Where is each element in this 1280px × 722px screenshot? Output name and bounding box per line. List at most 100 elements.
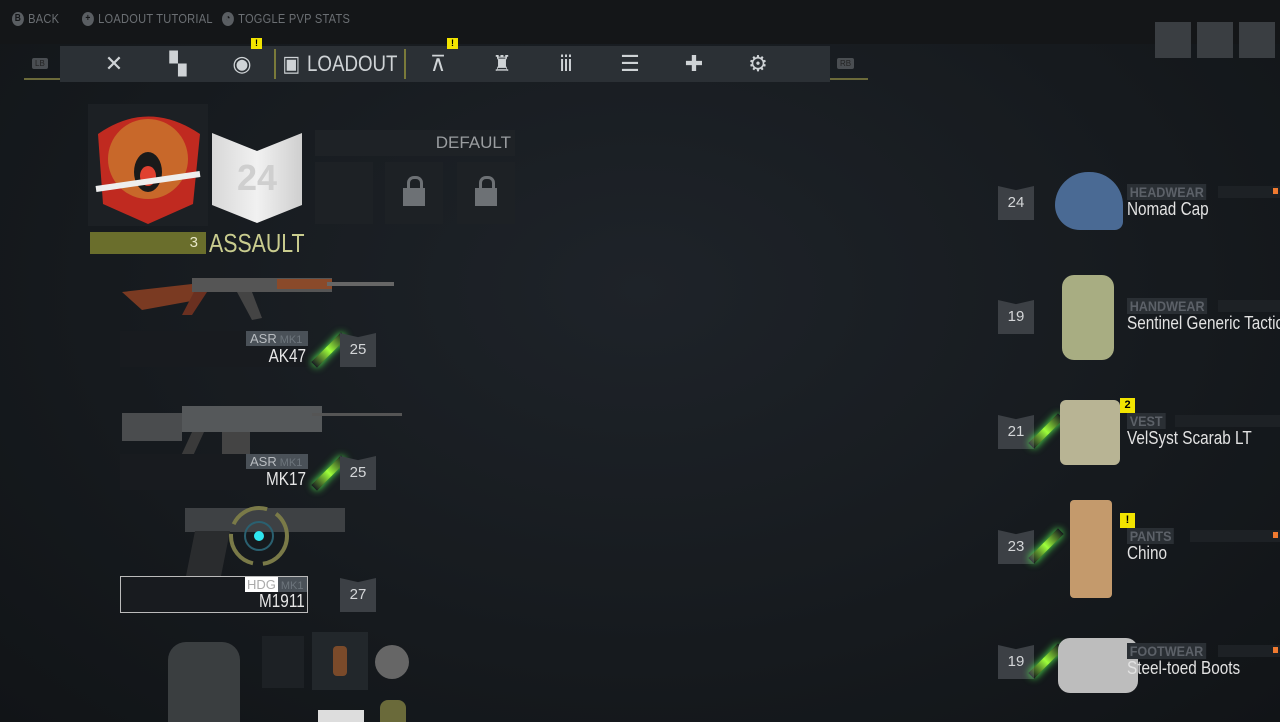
mk17-image[interactable]	[122, 398, 402, 463]
lb-button[interactable]: LB	[32, 58, 48, 69]
tab-loadout[interactable]: ▣LOADOUT	[282, 46, 398, 82]
gear-level: 19	[998, 645, 1034, 679]
new-dot	[1273, 532, 1278, 538]
bear-emblem[interactable]	[88, 104, 208, 226]
target-icon: ◉	[232, 51, 252, 76]
gear-level: 21	[998, 415, 1034, 449]
top-bar	[0, 0, 1280, 44]
tab-gear[interactable]: ♜	[470, 46, 534, 82]
divider	[404, 49, 406, 79]
notice-badge: 2	[1120, 398, 1135, 413]
item-slot[interactable]	[262, 636, 304, 688]
glove-image	[1062, 275, 1114, 360]
weapon-level: 25	[340, 333, 376, 367]
tab-objectives[interactable]: ◉!	[210, 38, 274, 82]
face-profile-icon: ☰	[620, 51, 640, 76]
weapon-type: ASR	[250, 454, 277, 469]
gear-level: 24	[998, 186, 1034, 220]
gear-name: Sentinel Generic Tactic	[1127, 313, 1280, 333]
toggle-pvp-stats-button[interactable]: ◔ TOGGLE PVP STATS	[222, 11, 350, 26]
tab-map[interactable]: ▚	[146, 46, 210, 82]
new-dot	[1273, 188, 1278, 194]
lock-icon	[475, 176, 497, 206]
locked-slot[interactable]	[457, 162, 515, 224]
nav-line-left	[24, 78, 62, 80]
grenade-icon[interactable]	[375, 645, 409, 679]
divider	[1218, 300, 1280, 312]
weapon-level: 27	[340, 578, 376, 612]
pvp-stats-label: TOGGLE PVP STATS	[238, 11, 351, 26]
weapon-mark: MK1	[279, 457, 303, 469]
gear-name: Nomad Cap	[1127, 199, 1209, 219]
menu-square-2[interactable]	[1197, 22, 1233, 58]
rank-badge: 24	[212, 133, 302, 223]
cap-image	[1055, 172, 1123, 230]
weapon-mark: MK1	[280, 580, 304, 592]
class-emblem-icon: ⊼	[429, 51, 447, 76]
menu-square-1[interactable]	[1155, 22, 1191, 58]
vest-image	[1060, 400, 1120, 465]
main-nav: ✕ ▚ ◉! ▣LOADOUT ⊼! ♜ ⅲ ☰ ✚ ⚙	[60, 38, 830, 82]
boots-image	[1058, 638, 1138, 693]
gear-category: HANDWEAR	[1127, 298, 1208, 314]
squad-icon: ⅲ	[558, 51, 574, 76]
medkit-icon: ✚	[684, 51, 704, 76]
divider	[1175, 415, 1280, 427]
gear-level: 23	[998, 530, 1034, 564]
stick-icon: ◔	[222, 11, 234, 26]
plus-icon: +	[82, 11, 94, 26]
weapon-mark: MK1	[279, 334, 303, 346]
lock-icon	[403, 176, 425, 206]
gear-category: VEST	[1127, 413, 1166, 429]
item-slot[interactable]	[380, 700, 406, 722]
weapon-name: AK47	[268, 346, 306, 366]
tab-class[interactable]: ⊼!	[406, 38, 470, 82]
b-button-icon: B	[12, 11, 24, 26]
gear-category: FOOTWEAR	[1127, 643, 1206, 659]
tab-medkit[interactable]: ✚	[662, 46, 726, 82]
perk-slot[interactable]	[315, 162, 373, 224]
weapon-name: M1911	[259, 591, 305, 611]
divider	[1218, 645, 1280, 657]
gear-name: Chino	[1127, 543, 1167, 563]
item-slot[interactable]	[318, 710, 364, 722]
back-button[interactable]: B BACK	[12, 11, 59, 26]
divider	[1190, 530, 1280, 542]
armor-icon: ♜	[492, 51, 512, 76]
item-slot[interactable]	[312, 632, 368, 690]
nav-line-right	[828, 78, 868, 80]
gear-category: PANTS	[1127, 528, 1175, 544]
weapon-name: MK17	[266, 469, 306, 489]
m1911-image[interactable]	[175, 503, 350, 583]
gear-name: Steel-toed Boots	[1127, 658, 1241, 678]
weapon-type: HDG	[245, 577, 278, 592]
back-label: BACK	[28, 11, 60, 26]
weapon-level: 25	[340, 456, 376, 490]
loadout-tutorial-button[interactable]: +LOADOUT TUTORIAL	[82, 11, 213, 26]
divider	[274, 49, 276, 79]
tab-squad[interactable]: ⅲ	[534, 46, 598, 82]
bottle-icon	[333, 646, 347, 676]
notice-badge: !	[1120, 513, 1135, 528]
gear-category: HEADWEAR	[1127, 184, 1207, 200]
class-name[interactable]: ASSAULT	[209, 228, 305, 258]
notice-badge: !	[447, 38, 458, 49]
class-level: 3	[90, 232, 206, 254]
map-icon: ▚	[169, 51, 187, 76]
tab-weapons[interactable]: ✕	[82, 46, 146, 82]
divider	[1218, 186, 1280, 198]
locked-slot[interactable]	[385, 162, 443, 224]
gear-level: 19	[998, 300, 1034, 334]
menu-square-3[interactable]	[1239, 22, 1275, 58]
backpack-icon: ▣	[282, 51, 301, 76]
backpack-item[interactable]	[168, 642, 240, 722]
preset-name[interactable]: DEFAULT	[315, 130, 515, 156]
tab-appearance[interactable]: ☰	[598, 46, 662, 82]
ak47-image[interactable]	[122, 270, 394, 325]
tab-settings[interactable]: ⚙	[726, 46, 790, 82]
rb-button[interactable]: RB	[837, 58, 855, 69]
pants-image	[1070, 500, 1112, 598]
